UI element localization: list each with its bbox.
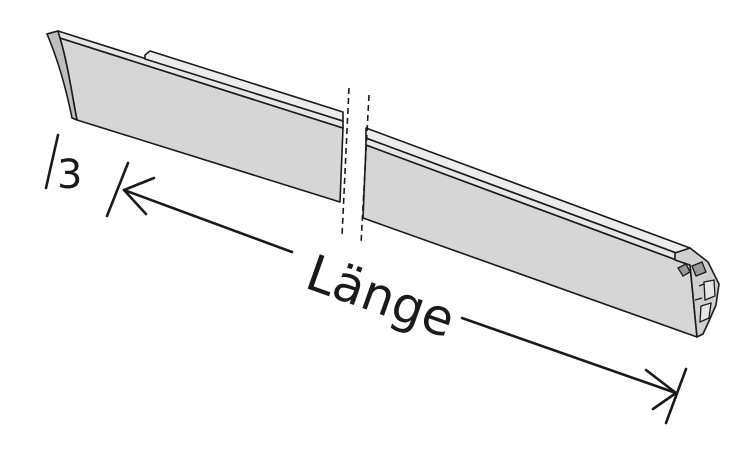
witness-line-right: [664, 367, 688, 425]
profile-left-rail: [144, 50, 344, 122]
profile-left-end-cap: [46, 30, 78, 121]
dimension-line-right: [460, 316, 678, 395]
length-label: Länge: [299, 244, 462, 350]
arrowhead-left: [122, 176, 156, 216]
length-dimension: [105, 161, 688, 425]
break-lines: [341, 87, 370, 245]
arrowhead-right: [644, 368, 678, 411]
marker-label: 3: [57, 152, 82, 198]
profile-left-segment: [46, 30, 344, 203]
witness-line-left: [105, 161, 130, 218]
marker-slash: [44, 133, 60, 190]
break-line-left: [341, 87, 350, 237]
dimension-line-left: [122, 188, 294, 254]
profile-right-segment: [362, 127, 720, 338]
profile-end-detail: [677, 261, 716, 324]
break-line-right: [360, 94, 370, 245]
profile-left-face: [59, 37, 344, 203]
